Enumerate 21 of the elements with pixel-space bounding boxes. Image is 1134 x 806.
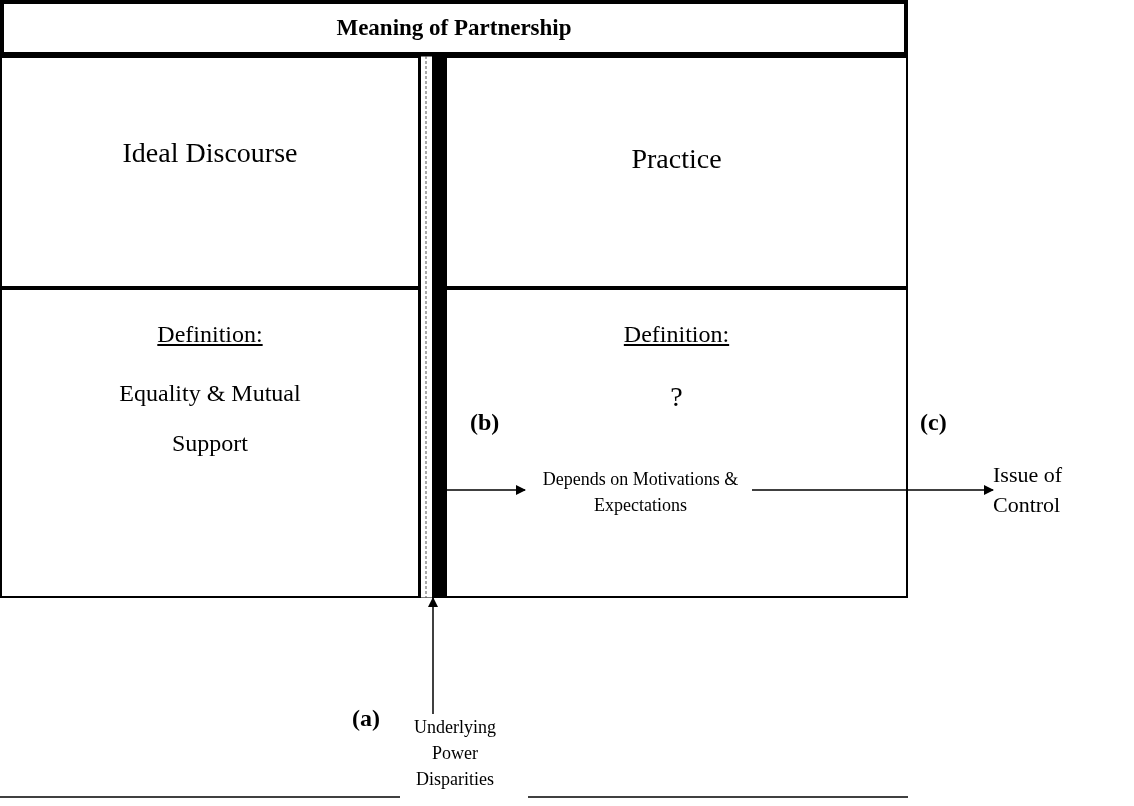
node-text: Practice	[631, 142, 722, 176]
column-header-box	[445, 56, 908, 288]
heading-text: Definition:	[157, 320, 263, 349]
callout-letter: (b)	[470, 408, 500, 437]
node-text: Equality & Mutual Support	[118, 379, 302, 458]
node-text: Depends on Motivations & Expectations	[541, 468, 740, 517]
node-text: Meaning of Partnership	[336, 13, 572, 42]
arrow	[751, 485, 994, 495]
node-text: Ideal Discourse	[121, 136, 299, 170]
node-text: Issue of Control	[993, 461, 1064, 519]
title-box	[0, 0, 908, 56]
definition-box	[0, 288, 420, 598]
arrow	[428, 597, 438, 715]
definition-box	[445, 288, 908, 598]
callout-letter: (a)	[352, 704, 380, 733]
node-text: Underlying Power Disparities	[413, 716, 497, 791]
heading-text: Definition:	[623, 320, 730, 349]
callout-letter: (c)	[920, 408, 947, 437]
node-text: ?	[670, 380, 683, 414]
arrow	[444, 485, 526, 495]
column-header-box	[0, 56, 420, 288]
